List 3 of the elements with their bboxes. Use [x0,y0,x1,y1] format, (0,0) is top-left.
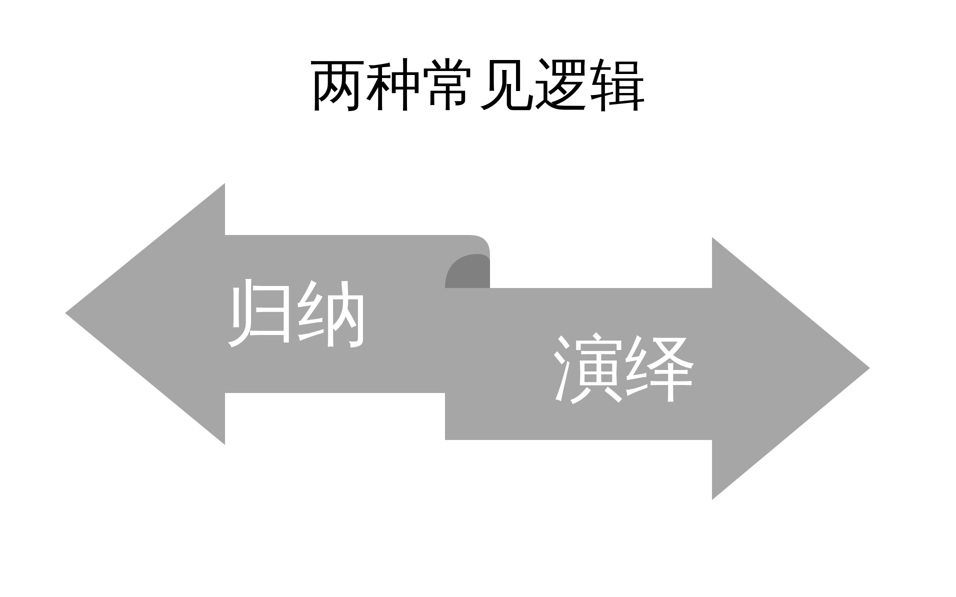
arrow-label: 演绎 [553,332,697,404]
title: 两种常见逻辑 [309,58,647,114]
arrow-label: 归纳 [225,277,369,349]
